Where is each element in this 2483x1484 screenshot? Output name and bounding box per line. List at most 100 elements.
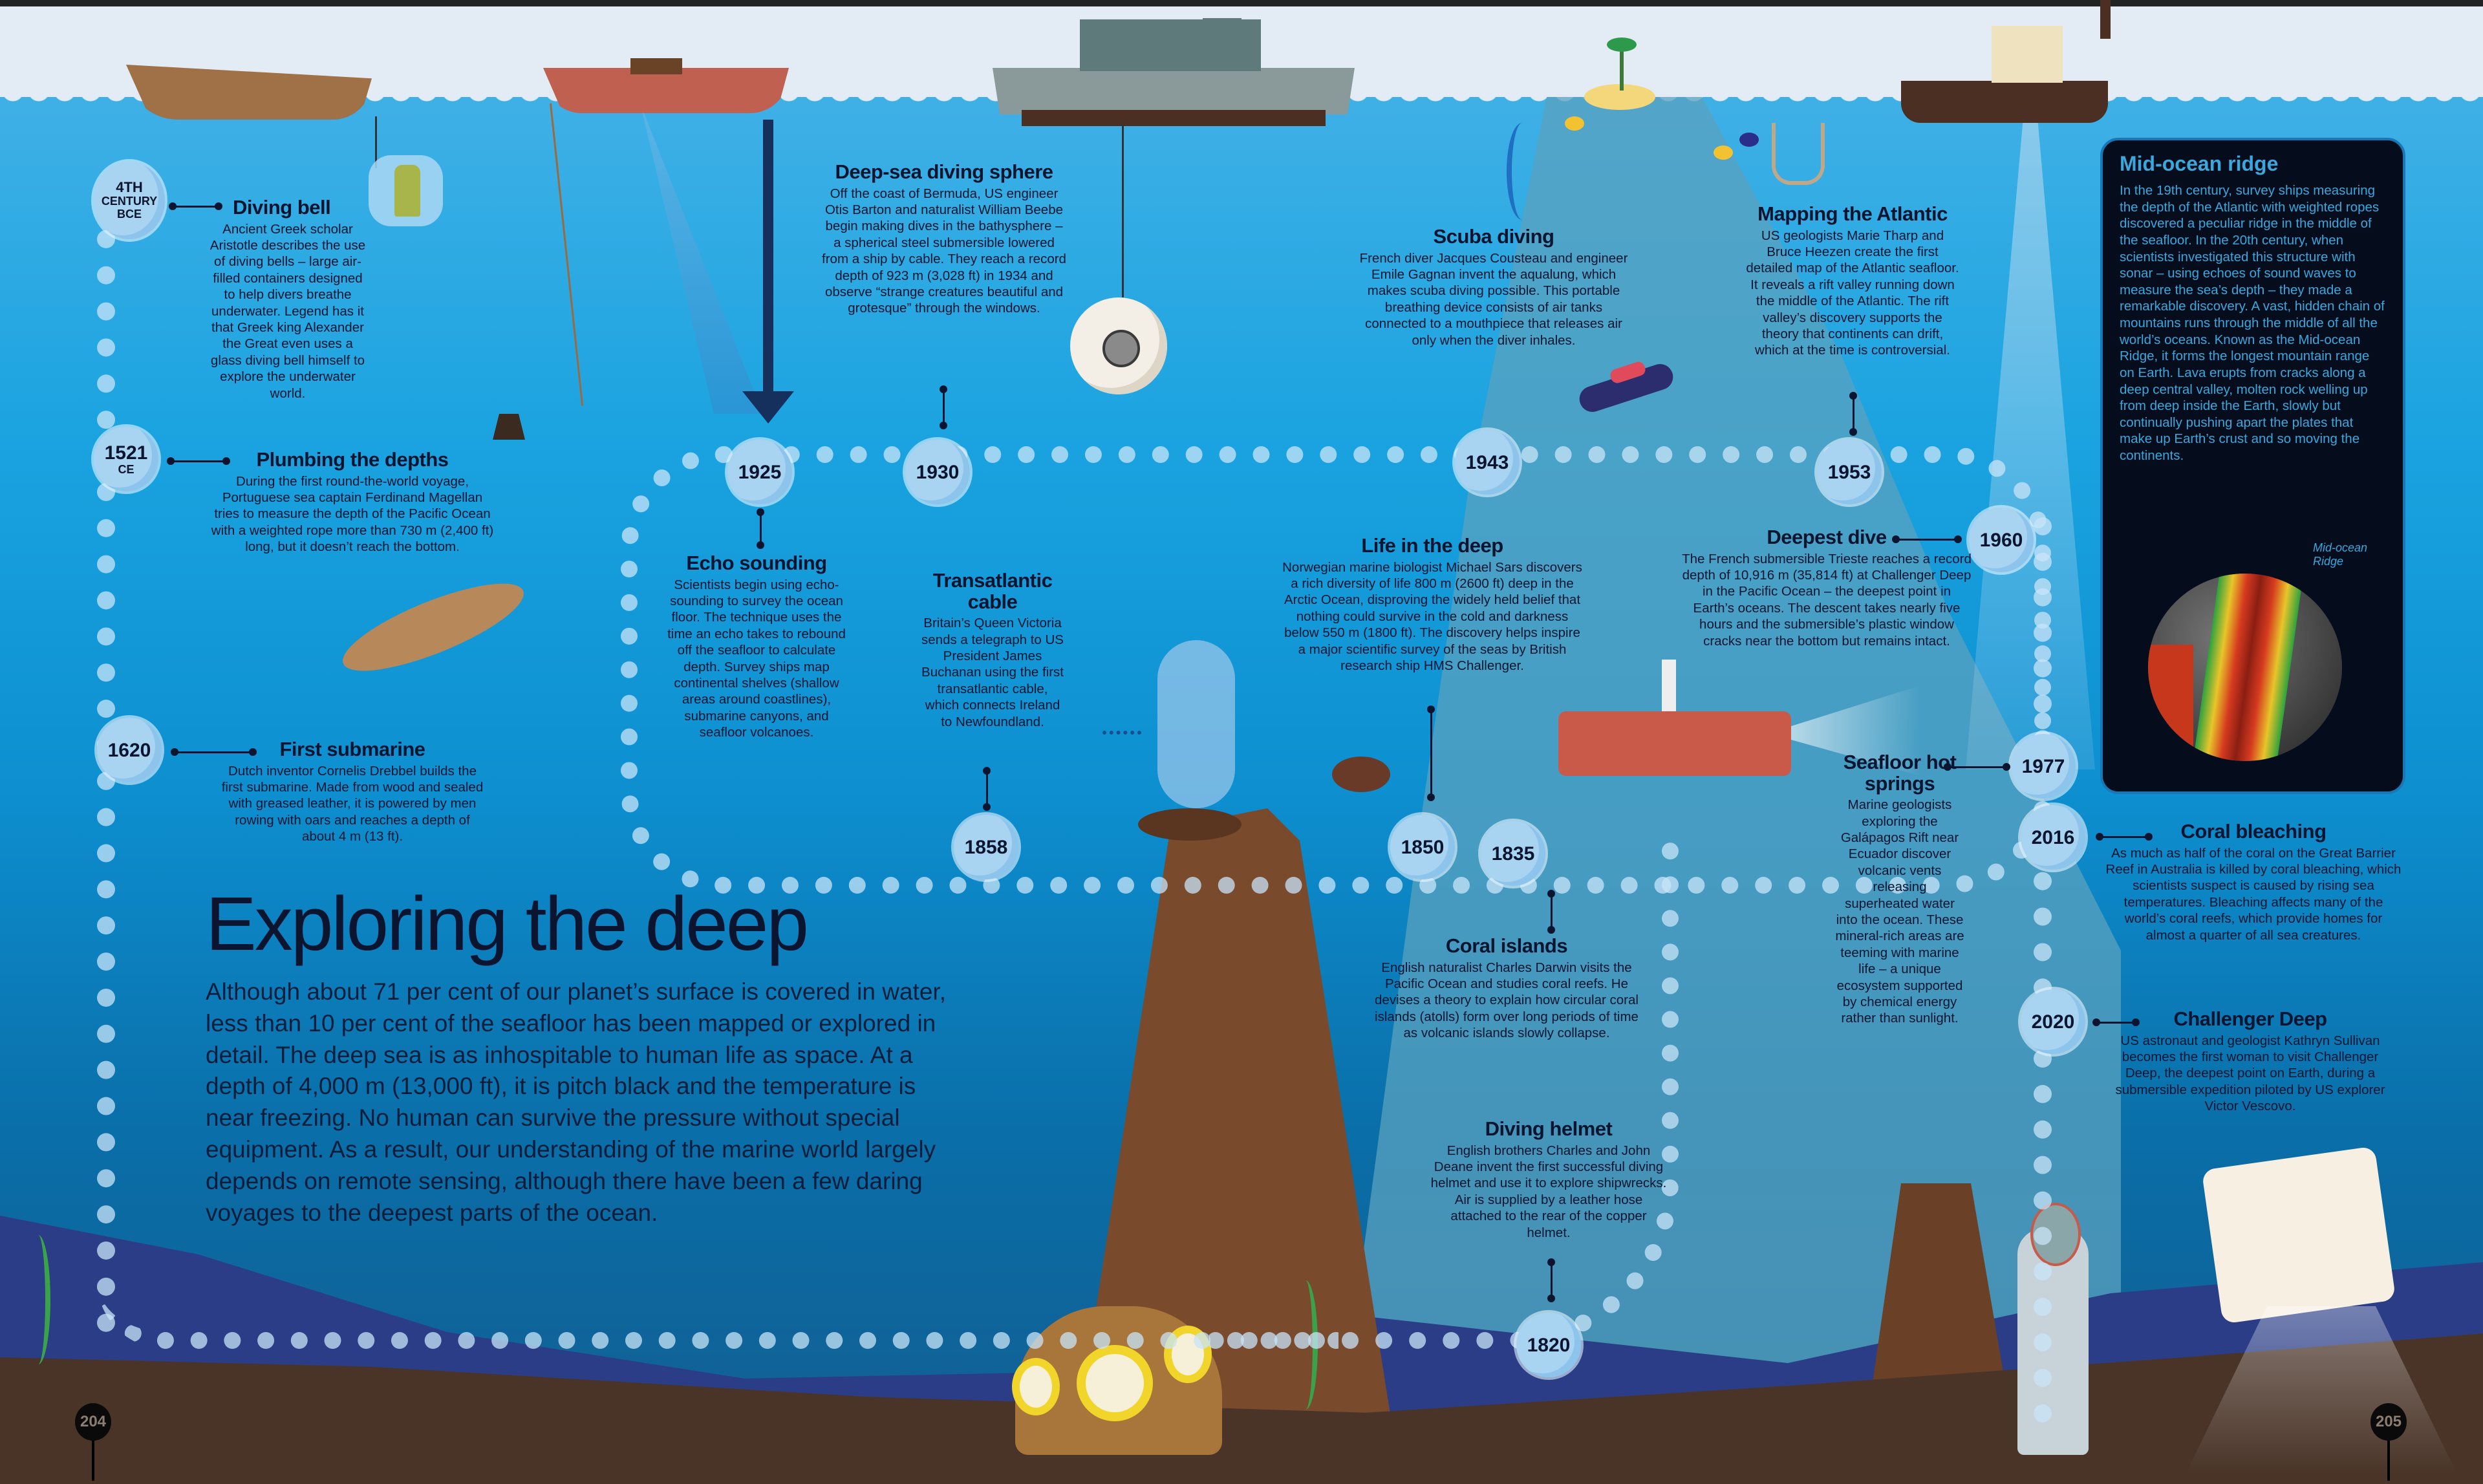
sailing-ship-icon xyxy=(543,68,789,113)
connector xyxy=(1944,763,2010,771)
deep-submersible-icon xyxy=(2201,1146,2396,1324)
event-text: Dutch inventor Cornelis Drebbel builds t… xyxy=(221,763,484,844)
survey-ship-mast xyxy=(2100,0,2111,39)
event-coral-islands: Coral islands English naturalist Charles… xyxy=(1371,934,1642,1042)
event-title: Mapping the Atlantic xyxy=(1757,202,1948,225)
event-title: Echo sounding xyxy=(686,552,827,574)
year-bubble-1930: 1930 xyxy=(905,440,970,504)
year-label: 1977 xyxy=(2021,755,2065,777)
event-diving-bell: Diving bell Ancient Greek scholar Aristo… xyxy=(207,197,369,402)
bubble-trail-right xyxy=(2034,517,2052,1423)
mid-ocean-ridge-panel: Mid-ocean ridge In the 19th century, sur… xyxy=(2100,138,2405,794)
event-coral-bleaching: Coral bleaching As much as half of the c… xyxy=(2105,821,2402,943)
event-diving-helmet: Diving helmet English brothers Charles a… xyxy=(1429,1117,1668,1241)
connector xyxy=(940,385,947,429)
survey-ship-superstructure xyxy=(1992,26,2063,83)
year-label: 1620 xyxy=(107,739,151,761)
event-text: French diver Jacques Cousteau and engine… xyxy=(1359,250,1628,348)
year-label: 1521 xyxy=(104,442,148,464)
year-label: 1960 xyxy=(1979,529,2023,551)
year-label: 4TH xyxy=(116,179,143,196)
tropical-fish-icon xyxy=(1565,116,1584,131)
diving-helmet-porthole xyxy=(1012,1358,1060,1415)
event-text: Britain’s Queen Victoria sends a telegra… xyxy=(921,616,1064,729)
event-first-submarine: First submarine Dutch inventor Cornelis … xyxy=(217,738,488,845)
page-number-left: 204 xyxy=(75,1403,111,1441)
event-title: Deepest dive xyxy=(1767,526,1887,548)
tropical-fish-icon xyxy=(1739,133,1759,147)
diving-helmet-porthole xyxy=(1077,1345,1153,1421)
event-text: Norwegian marine biologist Michael Sars … xyxy=(1282,559,1582,673)
survey-ship-icon xyxy=(1901,81,2108,123)
connector xyxy=(2092,1018,2140,1026)
trieste-submersible-icon xyxy=(1558,711,1791,776)
year-sub-label: CENTURY BCE xyxy=(101,195,158,221)
connector xyxy=(983,767,991,811)
year-bubble-1820: 1820 xyxy=(1516,1313,1581,1377)
event-scuba-diving: Scuba diving French diver Jacques Couste… xyxy=(1358,226,1629,349)
globe-label: Mid-ocean Ridge xyxy=(2313,541,2368,568)
event-seafloor-hot-springs: Seafloor hot springs Marine geologists e… xyxy=(1835,751,1964,1027)
event-text: As much as half of the coral on the Grea… xyxy=(2105,845,2402,943)
kelp-icon xyxy=(26,1235,50,1364)
event-text: US geologists Marie Tharp and Bruce Heez… xyxy=(1746,228,1959,358)
year-label: 1930 xyxy=(916,461,960,483)
event-title: Challenger Deep xyxy=(2173,1007,2327,1030)
intro-paragraph: Although about 71 per cent of our planet… xyxy=(206,978,946,1226)
year-label: 1820 xyxy=(1527,1334,1571,1356)
globe-atlantic-ridge xyxy=(2193,574,2304,761)
year-bubble-1835: 1835 xyxy=(1481,821,1545,886)
sailing-ship-deck xyxy=(630,58,682,74)
connector xyxy=(757,508,764,549)
connector xyxy=(1892,535,1962,543)
event-title: Diving bell xyxy=(233,196,331,219)
event-title: Diving helmet xyxy=(1485,1117,1613,1140)
year-label: 1850 xyxy=(1401,836,1445,858)
year-bubble-2016: 2016 xyxy=(2021,805,2085,870)
bubble-trail-bottom xyxy=(97,1280,1338,1349)
event-title: Transatlantic cable xyxy=(932,569,1053,613)
seaweed-icon xyxy=(1507,123,1538,220)
year-label: 2020 xyxy=(2031,1011,2075,1033)
connector xyxy=(2096,833,2153,841)
coral-icon xyxy=(1772,123,1825,185)
year-bubble-1977: 1977 xyxy=(2011,734,2076,799)
echo-arrow-shaft xyxy=(763,120,773,398)
steamship-bridge xyxy=(1203,18,1242,57)
page-title: Exploring the deep xyxy=(206,881,809,967)
year-label: 1943 xyxy=(1465,451,1509,473)
event-text: The French submersible Trieste reaches a… xyxy=(1682,551,1972,649)
connector xyxy=(169,202,222,210)
year-label: 1858 xyxy=(964,836,1008,858)
year-sub-label: CE xyxy=(118,462,134,476)
event-title: Seafloor hot springs xyxy=(1843,751,1957,795)
connector xyxy=(1547,1258,1555,1302)
year-label: 2016 xyxy=(2031,826,2075,848)
year-bubble-1925: 1925 xyxy=(727,440,792,504)
event-deepest-dive: Deepest dive The French submersible Trie… xyxy=(1681,526,1972,649)
event-challenger-deep: Challenger Deep US astronaut and geologi… xyxy=(2108,1007,2392,1115)
event-text: Ancient Greek scholar Aristotle describe… xyxy=(210,221,366,401)
event-text: During the first round-the-world voyage,… xyxy=(211,473,494,555)
page-number-right: 205 xyxy=(2370,1403,2407,1441)
event-text: English naturalist Charles Darwin visits… xyxy=(1375,960,1639,1041)
page-number-stick xyxy=(2387,1423,2390,1481)
steamship-keel xyxy=(1022,110,1326,126)
trieste-tower xyxy=(1662,660,1676,711)
year-label: 1835 xyxy=(1491,843,1535,865)
event-text: Scientists begin using echo-sounding to … xyxy=(667,577,846,740)
event-echo-sounding: Echo sounding Scientists begin using ech… xyxy=(666,552,847,741)
bubble-trail-1820-loop xyxy=(1209,841,1679,1349)
panel-title: Mid-ocean ridge xyxy=(2120,152,2279,175)
year-bubble-1620: 1620 xyxy=(97,718,162,782)
event-title: Coral islands xyxy=(1445,934,1568,957)
event-title: Coral bleaching xyxy=(2180,820,2327,843)
event-life-in-the-deep: Life in the deep Norwegian marine biolog… xyxy=(1280,535,1584,674)
globe-pacific-ridge xyxy=(2148,645,2193,761)
panel-text: In the 19th century, survey ships measur… xyxy=(2120,183,2385,463)
diving-bell-chain xyxy=(375,116,377,168)
connector xyxy=(167,457,230,465)
event-text: Off the coast of Bermuda, US engineer Ot… xyxy=(822,186,1066,316)
